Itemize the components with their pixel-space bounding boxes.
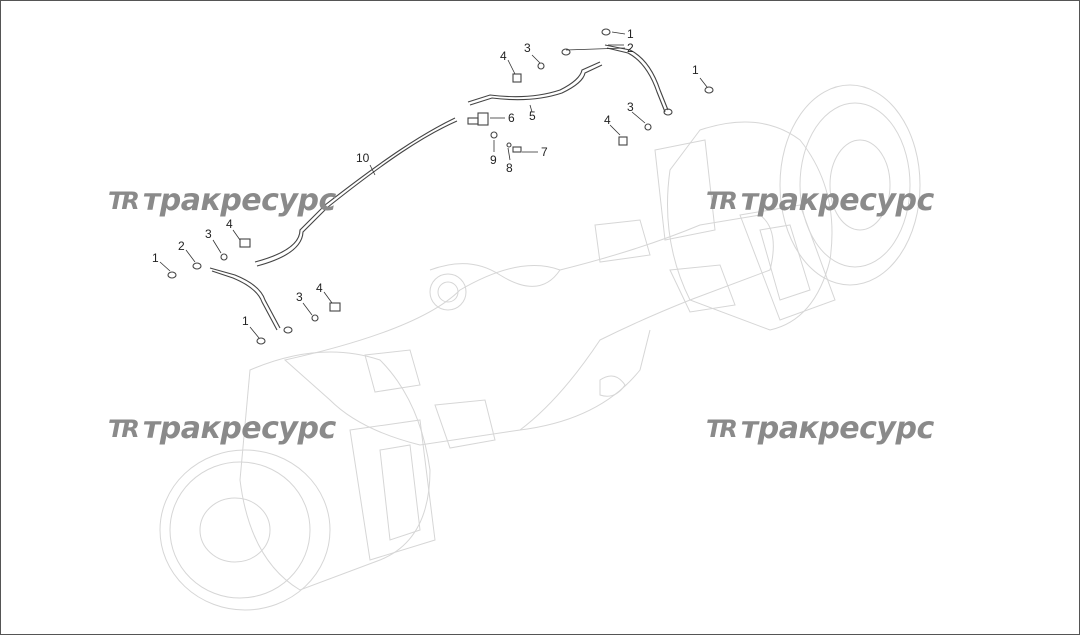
axle-housing [283,214,774,449]
watermark-text: тракресурс [142,183,336,218]
callout-3-right: 3 [627,100,634,114]
callout-2-left: 2 [178,239,185,253]
callout-labels: 1 2 3 4 5 1 3 4 6 7 8 9 10 1 2 3 4 1 3 4 [152,27,699,328]
brake-pipe-10 [254,117,458,267]
brake-hose-left [209,267,281,331]
watermark-logo: TR [706,414,738,443]
callout-4-top: 4 [500,49,507,63]
leader-lines [159,31,708,339]
brake-pipe-5 [467,61,603,106]
callout-10: 10 [356,151,370,165]
callout-8: 8 [506,161,513,175]
callout-3-lower: 3 [296,290,303,304]
watermark-logo: TR [706,186,738,215]
watermark-text: тракресурс [740,411,934,446]
watermark-text: тракресурс [740,183,934,218]
watermark-logo: TR [108,186,140,215]
callout-1-lower: 1 [242,314,249,328]
watermark-1: TR тракресурс [108,183,336,218]
callout-9: 9 [490,153,497,167]
callout-5: 5 [529,109,536,123]
callout-4-left: 4 [226,217,233,231]
callout-7: 7 [541,145,548,159]
callout-6: 6 [508,111,515,125]
watermark-logo: TR [108,414,140,443]
small-parts [167,28,714,345]
callout-1-right: 1 [692,63,699,77]
left-hub-assembly [159,351,436,611]
callout-3-top: 3 [524,41,531,55]
watermark-3: TR тракресурс [108,411,336,446]
callout-1-left: 1 [152,251,159,265]
watermark-4: TR тракресурс [706,411,934,446]
watermark-2: TR тракресурс [706,183,934,218]
callout-3-left: 3 [205,227,212,241]
callout-4-lower: 4 [316,281,323,295]
callout-1-top: 1 [627,27,634,41]
right-hub-assembly [654,84,921,331]
callout-4-right: 4 [604,113,611,127]
callout-2-top: 2 [627,41,634,55]
brake-hose-right [604,44,669,113]
watermark-text: тракресурс [142,411,336,446]
